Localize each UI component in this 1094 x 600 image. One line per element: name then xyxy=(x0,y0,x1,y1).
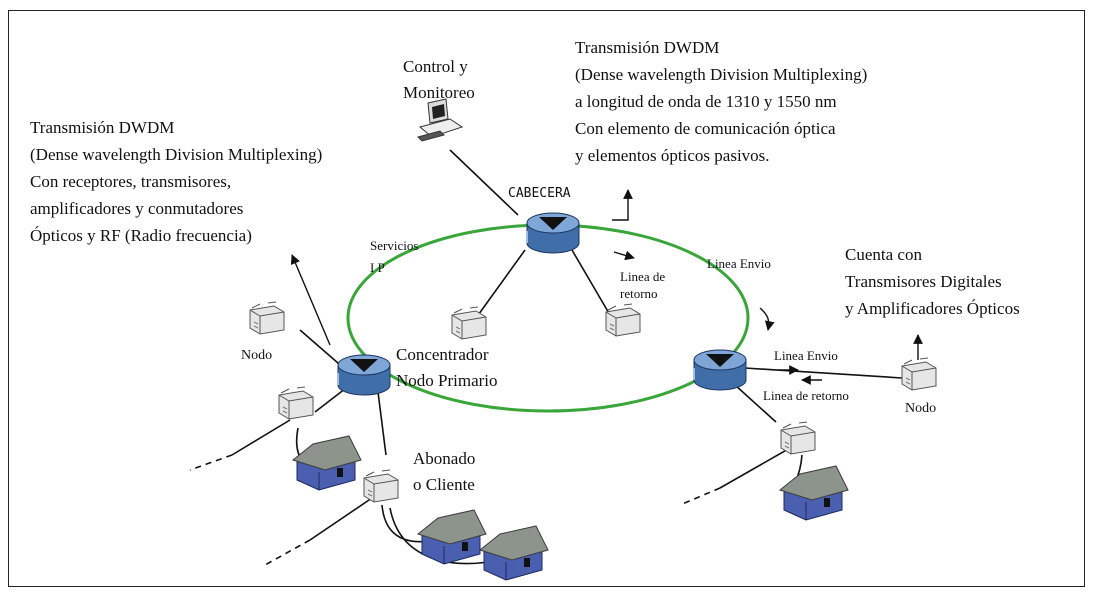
linea-retorno-top-label: Linea de retorno xyxy=(620,269,668,301)
head-dwdm-description: Transmisión DWDM (Dense wavelength Divis… xyxy=(575,38,872,165)
left-info-arrow-icon xyxy=(290,254,331,346)
concentrador-label: Concentrador Nodo Primario xyxy=(396,345,498,390)
nodo-right-label: Nodo xyxy=(905,401,936,416)
cabecera-router-icon xyxy=(526,212,580,254)
house-icon xyxy=(292,435,362,491)
house-icon xyxy=(779,465,849,521)
servicios-ip-label: Servicios I P xyxy=(370,238,422,275)
house-icon xyxy=(479,525,549,581)
retorno-arrow-icon xyxy=(613,250,635,261)
optical-node-icon xyxy=(901,357,937,391)
concentrator-router-icon xyxy=(337,354,391,396)
optical-node-icon xyxy=(363,469,399,503)
nodo-left-label: Nodo xyxy=(241,348,272,363)
linea-envio-arrow-icon xyxy=(759,307,775,331)
control-label: Control y Monitoreo xyxy=(403,57,475,102)
head-info-arrow-icon xyxy=(612,189,633,221)
diagram-frame xyxy=(8,10,1085,587)
computer-icon xyxy=(417,98,464,142)
optical-node-icon xyxy=(249,301,285,335)
linea-envio-top-label: Linea Envio xyxy=(707,256,771,271)
cabecera-label: CABECERA xyxy=(508,186,571,201)
left-dwdm-description: Transmisión DWDM (Dense wavelength Divis… xyxy=(30,118,327,245)
annotation-arrows xyxy=(290,189,923,385)
linea-retorno-right-label: Linea de retorno xyxy=(763,388,849,403)
optical-node-icon xyxy=(780,421,816,455)
linea-envio-right-label: Linea Envio xyxy=(774,348,838,363)
optical-node-icon xyxy=(605,303,641,337)
house-icon xyxy=(417,509,487,565)
abonado-label: Abonado o Cliente xyxy=(413,449,480,494)
secondary-router-icon xyxy=(693,349,747,391)
optical-node-icon xyxy=(278,386,314,420)
connection-lines xyxy=(299,149,903,456)
right-info-description: Cuenta con Transmisores Digitales y Ampl… xyxy=(845,245,1020,318)
